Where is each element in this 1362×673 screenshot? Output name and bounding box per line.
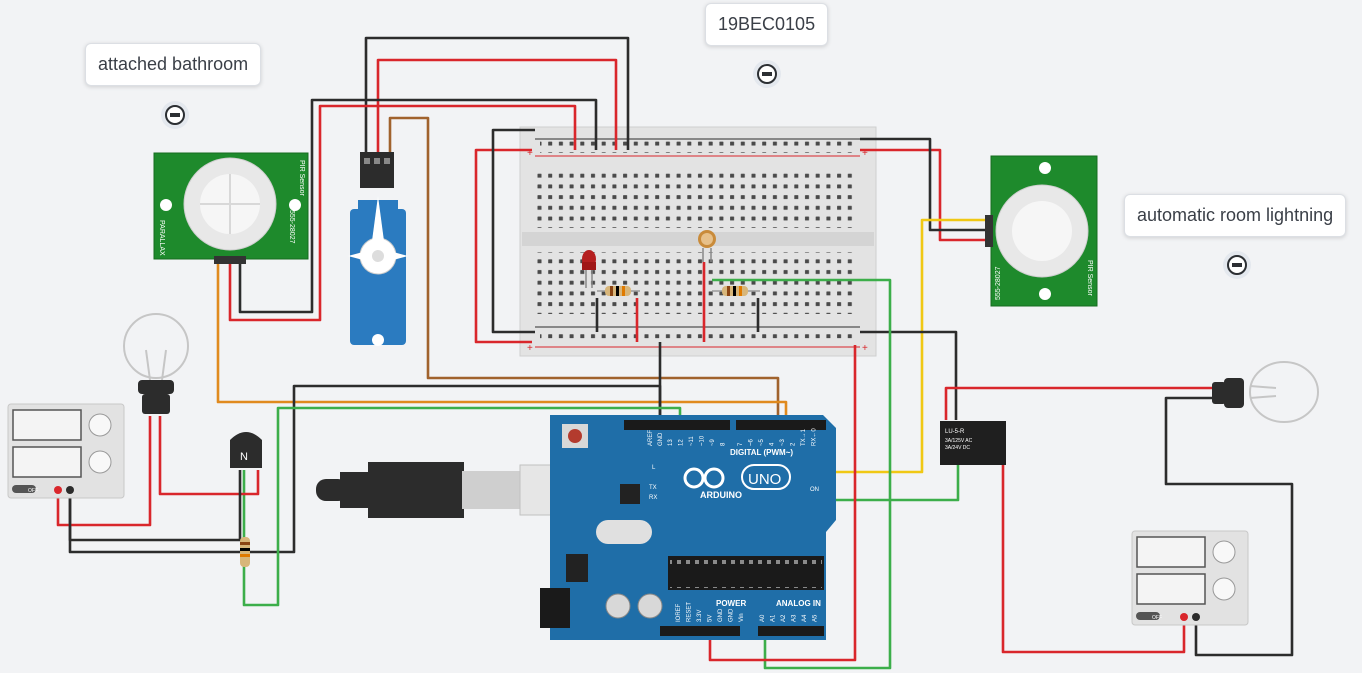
bulb-left[interactable] [123,313,189,414]
pin-label: RESET [687,602,693,622]
pin-label: ~11 [689,436,695,446]
pin-label: 8 [721,442,727,446]
arduino-model: UNO [748,471,781,488]
pin-label: GND [729,608,735,622]
pin-label: TX→1 [801,428,807,446]
on-label: ON [810,487,819,493]
pir-sensor-left[interactable]: PARALLAX PIR Sensor 555-28027 [153,152,309,264]
resistor-led[interactable] [597,286,640,296]
breadboard[interactable]: + + + + [519,126,877,357]
note-attached-bathroom[interactable]: attached bathroom [85,43,262,86]
pin-label: 2 [791,442,797,446]
pin-label: RX←0 [812,428,818,446]
pir-right-part: 555-28027 [995,266,1002,300]
pir-left-part: 555-28027 [288,210,295,244]
collapse-note-icon[interactable] [1223,251,1251,279]
pin-label: ~9 [710,438,716,446]
usb-cable[interactable] [316,462,553,518]
arduino-uno[interactable]: ARDUINO UNO DIGITAL (PWM~) POWER ANALOG … [540,415,836,640]
wires[interactable] [56,36,1294,670]
digital-label: DIGITAL (PWM~) [730,448,793,457]
resistor-transistor[interactable] [240,537,250,567]
l-label: L [652,465,656,471]
svg-text:+: + [862,148,868,159]
pin-label: AREF [648,430,654,446]
transistor-label: N [240,451,248,463]
note-automatic-room-lightning[interactable]: automatic room lightning [1124,194,1347,237]
pin-label: 12 [679,439,685,446]
servo-motor[interactable] [348,152,408,346]
pin-label: 5V [708,615,714,622]
pin-label: IOREF [676,603,682,622]
tx-label: TX [649,485,657,491]
pin-label: GND [718,608,724,622]
photoresistor[interactable] [698,230,716,262]
power-supply-left-off: OFF [28,488,38,494]
bulb-right[interactable] [1212,361,1319,423]
pin-label: A0 [760,614,766,622]
pir-sensor-right[interactable]: PIR Sensor 555-28027 [985,155,1098,307]
pin-label: A3 [792,614,798,622]
red-led[interactable] [582,250,596,288]
power-supply-left[interactable]: OFF [7,403,125,499]
pin-label: A4 [802,614,808,622]
pin-label: 4 [770,442,776,446]
pin-label: 3.3V [697,610,703,622]
power-supply-right[interactable]: OFF [1131,530,1249,626]
relay[interactable]: LU-5-R 3A/125V AC 3A/24V DC [940,421,1006,465]
pin-label: ~5 [759,438,765,446]
pin-label: A2 [781,614,787,622]
pin-label: ~3 [780,438,786,446]
collapse-note-icon[interactable] [753,60,781,88]
svg-text:+: + [862,343,868,354]
resistor-ldr[interactable] [712,286,760,296]
pir-left-brand: PARALLAX [158,220,165,256]
pin-label: Vin [739,613,745,622]
pin-label: A1 [771,614,777,622]
note-19bec0105[interactable]: 19BEC0105 [705,3,829,46]
svg-text:+: + [527,343,533,354]
pir-right-label: PIR Sensor [1086,260,1093,296]
pir-left-label: PIR Sensor [298,160,305,196]
relay-rating-1: 3A/125V AC [945,438,973,444]
relay-rating-2: 3A/24V DC [945,445,970,451]
analog-label: ANALOG IN [776,599,821,608]
arduino-brand: ARDUINO [700,490,742,500]
pin-label: ~10 [700,435,706,446]
collapse-note-icon[interactable] [161,101,189,129]
relay-model: LU-5-R [945,429,965,435]
power-pin-labels: IOREF RESET 3.3V 5V GND GND Vin [676,602,745,622]
pin-label: GND [658,432,664,446]
npn-transistor[interactable]: N [230,432,262,468]
rx-label: RX [649,495,657,501]
svg-text:+: + [527,148,533,159]
pin-label: A5 [813,614,819,622]
pin-label: 7 [738,442,744,446]
digital-pin-labels: 13 12 ~11 ~10 ~9 8 7 ~6 ~5 4 ~3 2 TX→1 RX←0 AREF GND [648,428,818,446]
pin-label: ~6 [749,438,755,446]
analog-pin-labels: A0 A1 A2 A3 A4 A5 [760,614,819,622]
pin-label: 13 [668,439,674,446]
power-supply-right-off: OFF [1152,615,1162,621]
power-label: POWER [716,599,746,608]
